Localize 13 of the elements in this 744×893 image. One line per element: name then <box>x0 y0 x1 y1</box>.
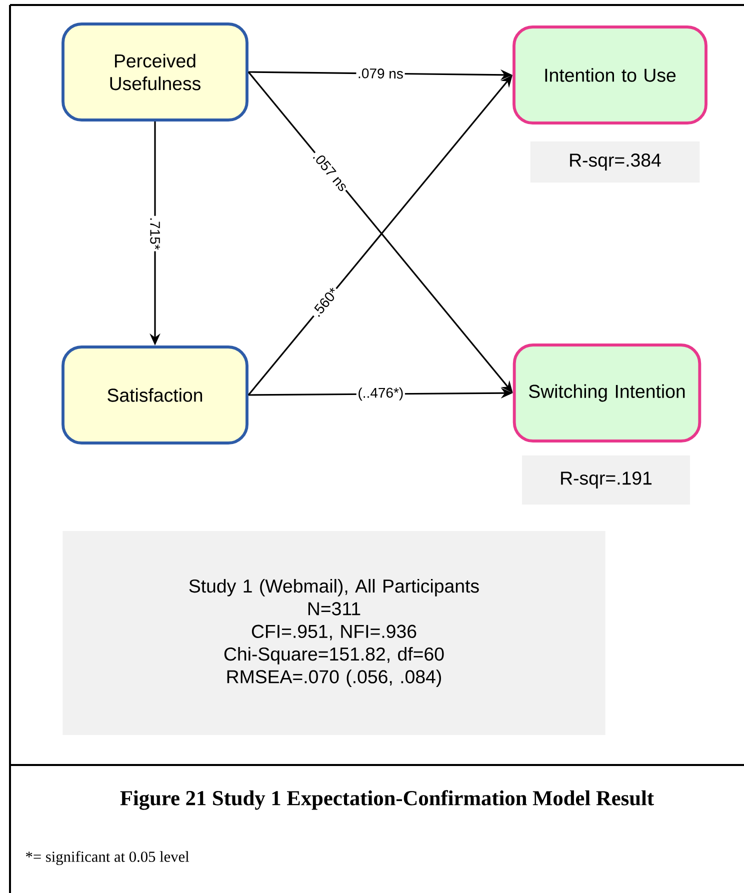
edge-label: (..476*) <box>356 386 406 402</box>
stats-panel: Study 1 (Webmail), All Participants N=311 CFI=.951, NFI=.936 Chi-Square=151.82, df=60 RMSEA=.070 (.056, .084) <box>62 531 606 735</box>
r-square-box: R-sqr=.384 <box>530 141 700 183</box>
outcome-box: Intention to Use <box>512 26 708 124</box>
edge-label: .715* <box>148 216 162 252</box>
edge-label: .079 ns <box>356 66 405 80</box>
figure-caption: Figure 21 Study 1 Expectation-Confirmation Model Result <box>120 790 654 810</box>
construct-box: Perceived Usefulness <box>62 22 248 122</box>
r-square-box: R-sqr=.191 <box>522 455 690 505</box>
edge-label: .057 ns <box>310 148 351 194</box>
construct-box: Satisfaction <box>62 346 248 444</box>
footnote: *= significant at 0.05 level <box>26 850 190 866</box>
outcome-box: Switching Intention <box>512 344 702 442</box>
